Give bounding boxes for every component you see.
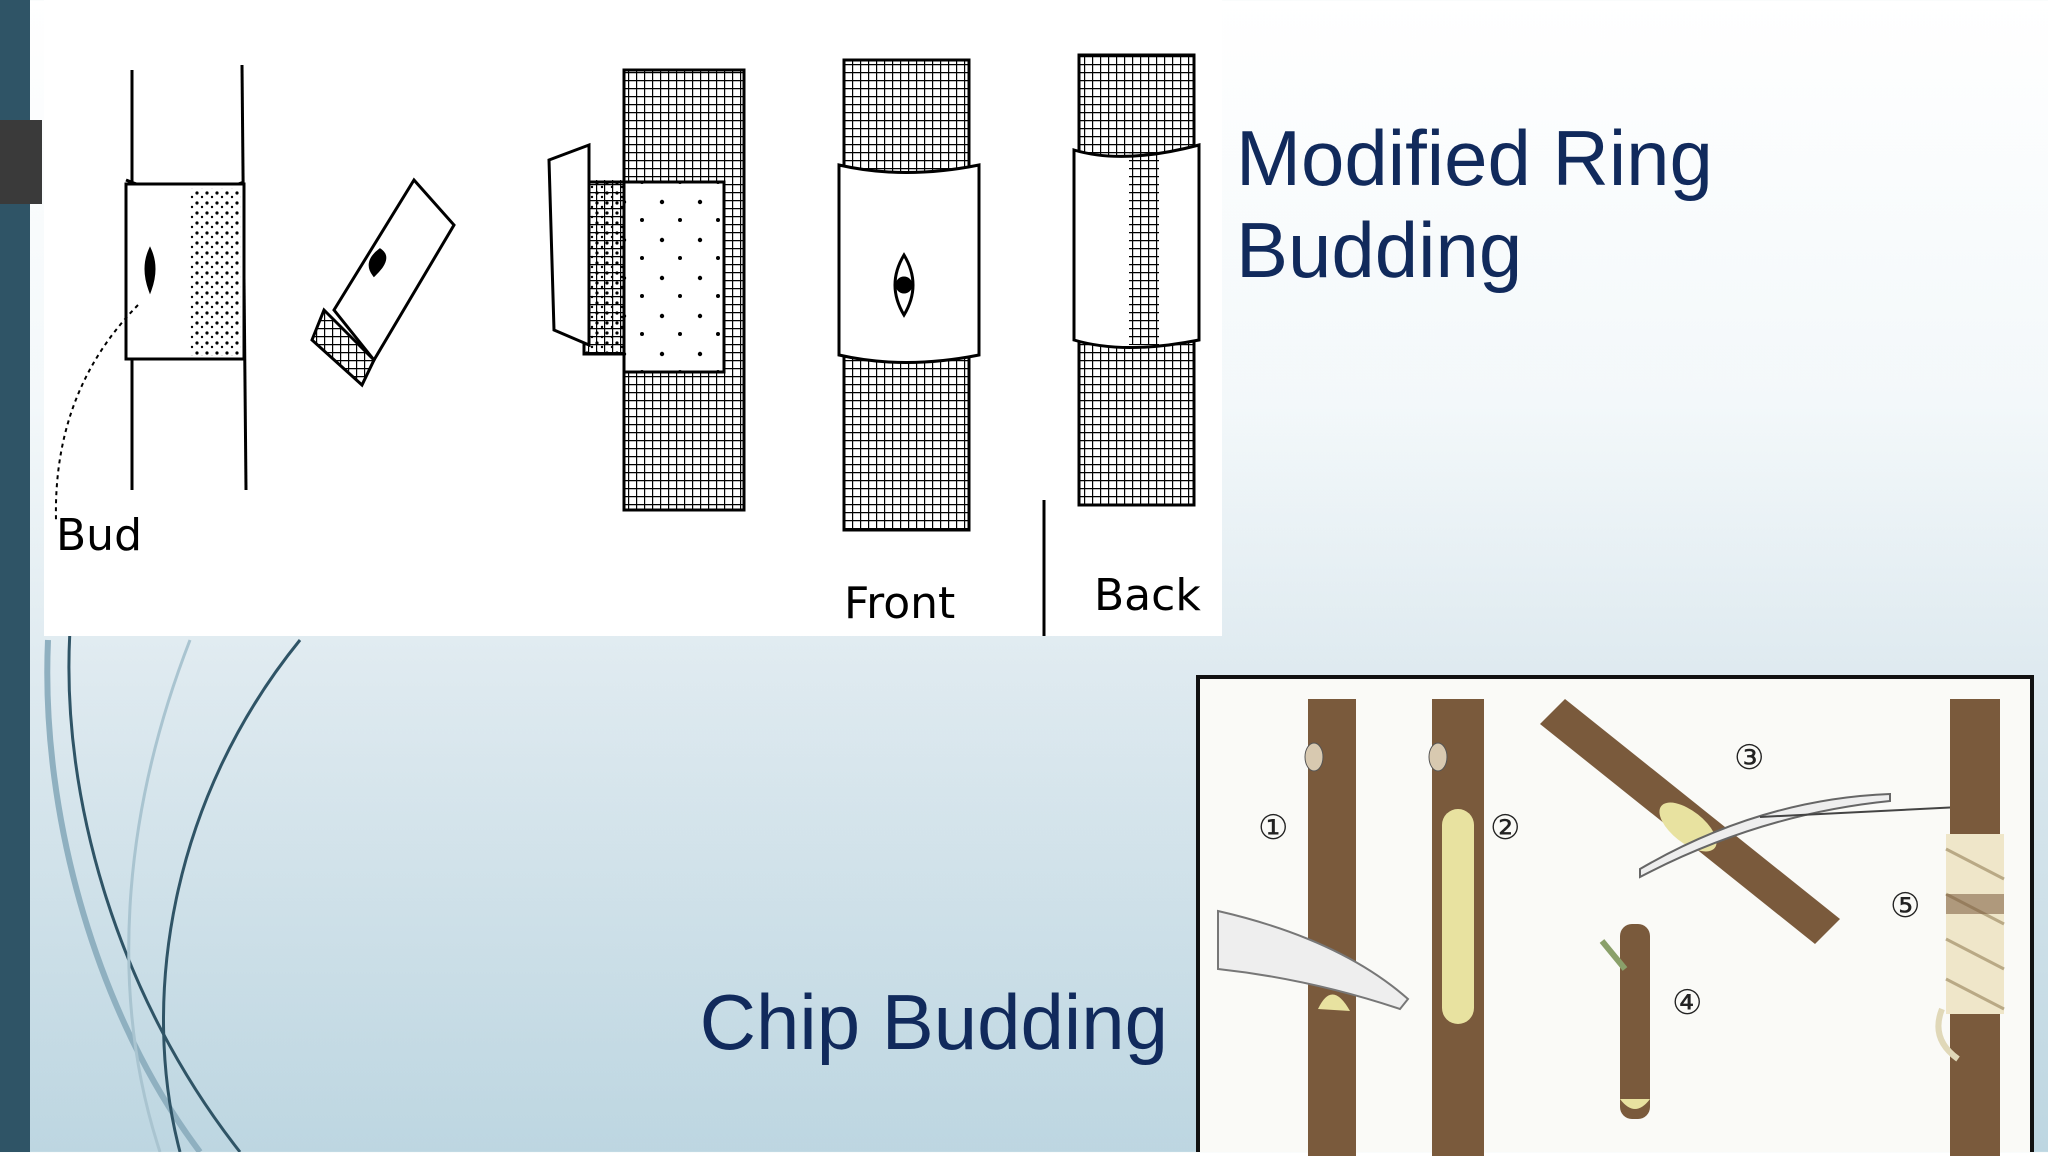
chip-stem-3 — [1540, 699, 1961, 944]
step-1-label: ① — [1258, 808, 1288, 848]
title-modified-ring-budding: Modified Ring Budding — [1236, 112, 1713, 296]
ring-stem-front — [837, 58, 981, 532]
ring-stem-3 — [547, 68, 746, 512]
chip-stem-5 — [1935, 699, 2005, 1156]
chip-stem-2 — [1428, 699, 1484, 1156]
back-label: Back — [1094, 570, 1201, 621]
title-chip-budding: Chip Budding — [699, 978, 1168, 1066]
step-4-label: ④ — [1672, 983, 1702, 1023]
title-ring-line-2: Budding — [1236, 206, 1523, 294]
ring-budding-illustration: Bud Front Back — [44, 0, 1222, 636]
chip-stem-1 — [1217, 699, 1410, 1156]
step-3-label: ③ — [1734, 738, 1764, 778]
step-2-label: ② — [1490, 808, 1520, 848]
bud-label: Bud — [56, 510, 142, 561]
ring-patch — [310, 177, 456, 388]
ring-stem-back — [1072, 53, 1201, 507]
front-label: Front — [844, 578, 955, 629]
ring-stem-1 — [54, 64, 248, 521]
slide-tab-marker — [0, 120, 42, 204]
chip-budding-illustration: ① ② ③ ④ ⑤ — [1196, 675, 2034, 1156]
step-5-label: ⑤ — [1890, 886, 1920, 926]
title-ring-line-1: Modified Ring — [1236, 114, 1713, 202]
chip-piece-4 — [1599, 924, 1650, 1119]
